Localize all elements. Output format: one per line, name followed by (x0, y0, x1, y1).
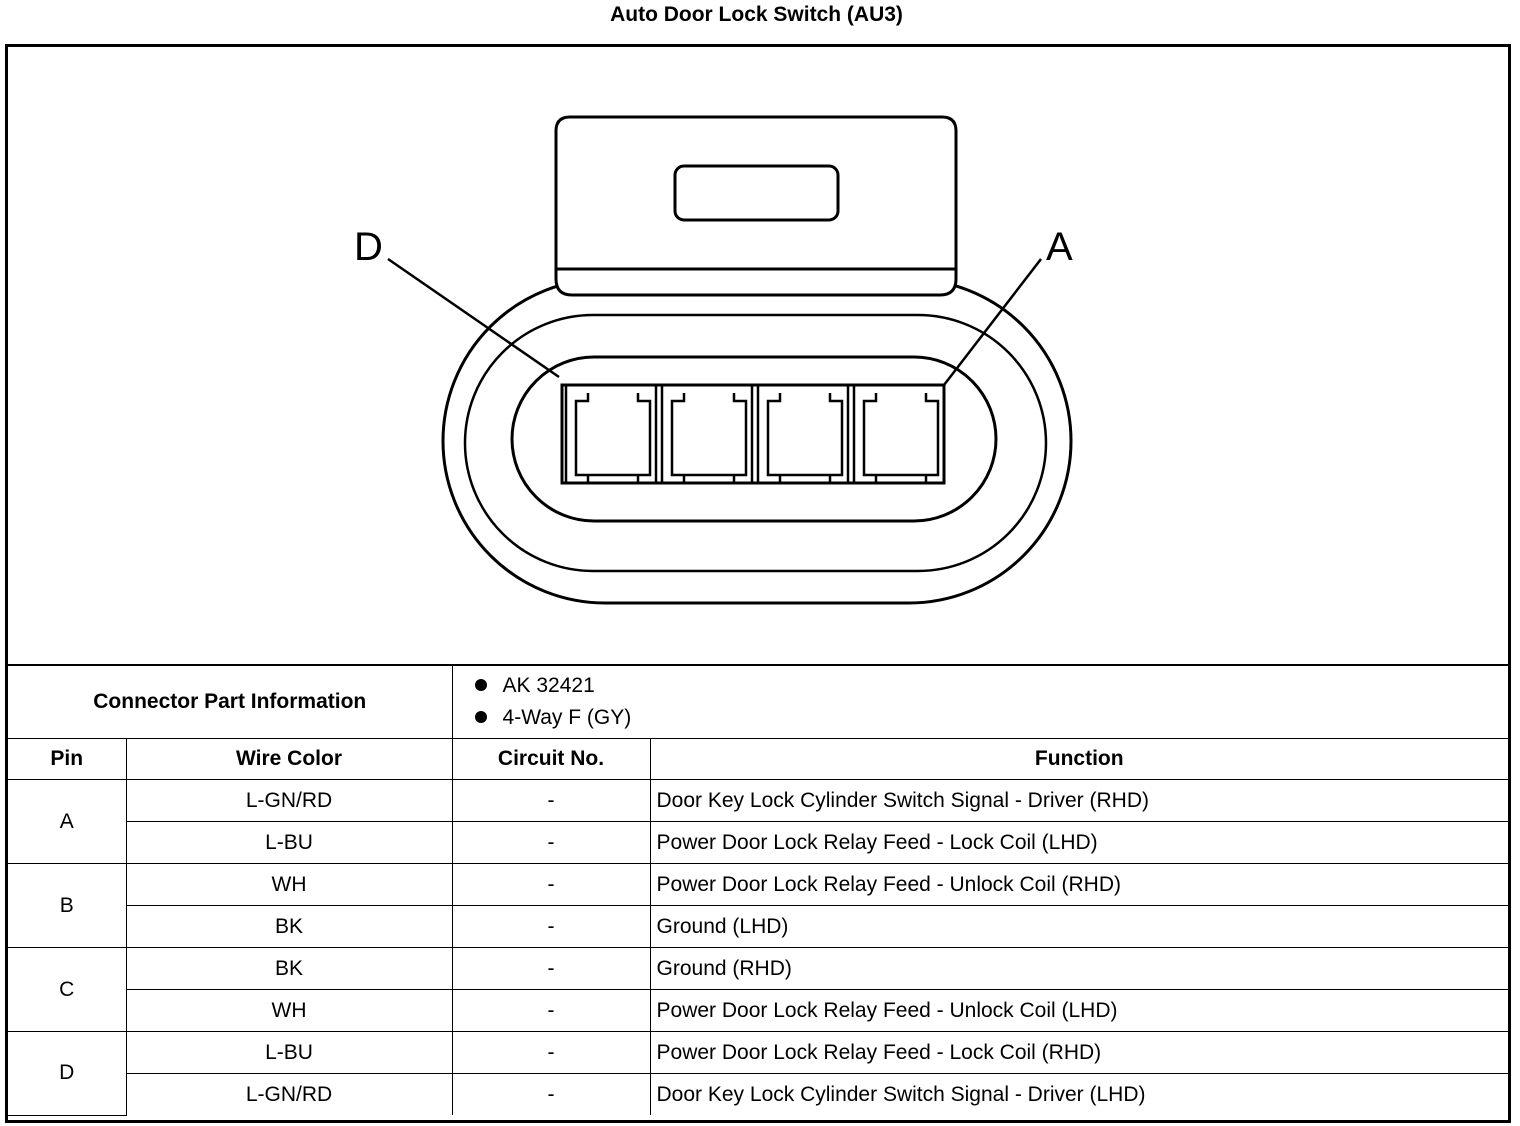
table-row: L-GN/RD-Door Key Lock Cylinder Switch Si… (8, 1073, 1508, 1115)
connector-inner-shell (463, 313, 1048, 573)
wire-color-cell: BK (125, 947, 453, 990)
function-cell: Power Door Lock Relay Feed - Unlock Coil… (649, 863, 1508, 906)
header-pin: Pin (8, 738, 127, 780)
lock-tab-window (673, 164, 840, 222)
function-cell: Power Door Lock Relay Feed - Lock Coil (… (649, 1031, 1508, 1074)
table-row: WH-Power Door Lock Relay Feed - Unlock C… (8, 989, 1508, 1032)
bullet-icon (474, 679, 487, 691)
function-cell: Power Door Lock Relay Feed - Lock Coil (… (649, 821, 1508, 864)
leader-line-d (387, 257, 560, 379)
cavity-label-d: D (354, 225, 383, 269)
function-cell: Door Key Lock Cylinder Switch Signal - D… (649, 779, 1508, 822)
circuit-cell: - (451, 779, 651, 822)
part-info-item: AK 32421 (474, 670, 1508, 702)
wire-color-cell: BK (126, 905, 453, 948)
wire-color-cell: L-GN/RD (126, 1073, 453, 1115)
wire-color-cell: L-BU (125, 1031, 453, 1074)
wire-color-cell: WH (125, 863, 453, 906)
terminal-cavity (756, 383, 850, 485)
pin-cell: B (8, 863, 127, 948)
connector-face-diagram: D A (8, 47, 1508, 664)
circuit-cell: - (451, 821, 651, 864)
header-function: Function (649, 738, 1508, 780)
terminal-cavities (564, 383, 946, 485)
terminal-cavity (660, 383, 754, 485)
part-info-item: 4-Way F (GY) (474, 702, 1508, 734)
connector-part-info-list: AK 32421 4-Way F (GY) (451, 664, 1508, 739)
table-row: L-BU-Power Door Lock Relay Feed - Lock C… (8, 821, 1508, 864)
circuit-cell: - (451, 863, 651, 906)
terminal-cavity (564, 383, 658, 485)
circuit-cell: - (451, 989, 651, 1032)
pin-cell: C (8, 947, 127, 1032)
wire-color-cell: WH (126, 989, 453, 1032)
function-cell: Ground (LHD) (649, 905, 1508, 948)
connector-lock-tab (554, 115, 958, 297)
circuit-cell: - (451, 1031, 651, 1074)
circuit-cell: - (451, 905, 651, 948)
connector-drawing: D A (354, 115, 1073, 605)
header-wire-color: Wire Color (125, 738, 453, 780)
header-circuit-no: Circuit No. (451, 738, 651, 780)
function-cell: Ground (RHD) (649, 947, 1508, 990)
wire-color-cell: L-GN/RD (125, 779, 453, 822)
connector-sheet: D A Connector Part Information AK 32421 … (5, 44, 1511, 1123)
pin-cell: D (8, 1031, 127, 1116)
pin-cell: A (8, 779, 127, 864)
leader-line-a (943, 258, 1042, 386)
cavity-label-a: A (1046, 225, 1073, 269)
circuit-cell: - (451, 1073, 651, 1115)
terminal-cavity (852, 383, 946, 485)
connector-cavity-outline (510, 355, 998, 523)
bullet-icon (474, 711, 487, 723)
page-title: Auto Door Lock Switch (AU3) (610, 3, 903, 26)
pinout-table: Connector Part Information AK 32421 4-Wa… (8, 664, 1508, 1116)
connector-part-info-row: Connector Part Information AK 32421 4-Wa… (8, 664, 1508, 739)
table-row: BK-Ground (LHD) (8, 905, 1508, 948)
wire-color-cell: L-BU (126, 821, 453, 864)
table-header-row: Pin Wire Color Circuit No. Function (8, 738, 1508, 780)
function-cell: Power Door Lock Relay Feed - Unlock Coil… (649, 989, 1508, 1032)
connector-part-info-label: Connector Part Information (8, 664, 453, 739)
circuit-cell: - (451, 947, 651, 990)
function-cell: Door Key Lock Cylinder Switch Signal - D… (649, 1073, 1508, 1115)
